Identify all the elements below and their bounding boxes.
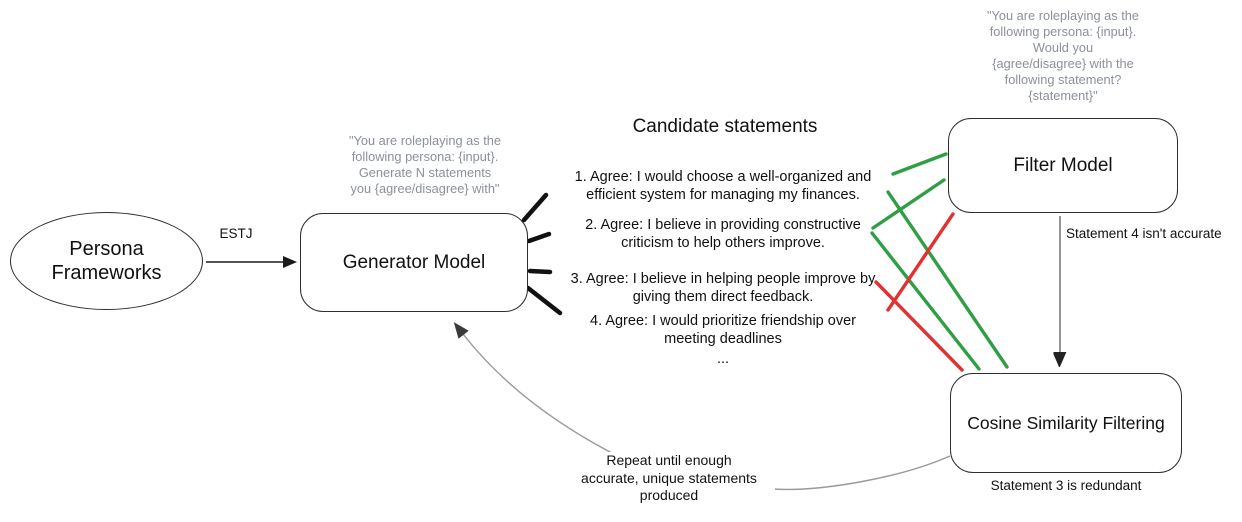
persona-frameworks-label: Persona Frameworks	[51, 237, 162, 284]
filter-prompt-line: {agree/disagree} with the	[992, 56, 1134, 71]
filter-prompt-line: "You are roleplaying as the	[986, 8, 1140, 23]
filter-prompt-line: Would you	[1032, 40, 1094, 55]
statement-item-1: 1. Agree: I would choose a well-organize…	[545, 168, 901, 204]
repeat-note-line: produced	[639, 487, 699, 503]
generator-fan-stroke-4	[525, 285, 563, 316]
filter-prompt-line: following persona: {input}.	[989, 24, 1137, 39]
accept-line-stmt2-filter	[871, 178, 946, 230]
filter-model-node: Filter Model	[948, 118, 1178, 213]
generator-model-node: Generator Model	[300, 213, 528, 312]
statement-item-3: 3. Agree: I believe in helping people im…	[545, 270, 901, 306]
repeat-note: Repeat until enough accurate, unique sta…	[563, 452, 775, 505]
cosine-similarity-label: Cosine Similarity Filtering	[967, 412, 1165, 433]
filter-reject-annotation: Statement 4 isn't accurate	[1066, 226, 1222, 241]
statement-line: criticism to help others improve.	[621, 235, 825, 251]
estj-edge-label: ESTJ	[219, 226, 253, 241]
filter-model-label: Filter Model	[1013, 154, 1113, 176]
generator-prompt-line: "You are roleplaying as the	[348, 133, 502, 148]
statement-line: meeting deadlines	[664, 331, 782, 347]
cosine-similarity-node: Cosine Similarity Filtering	[950, 373, 1182, 473]
cosine-reject-annotation: Statement 3 is redundant	[990, 478, 1142, 493]
generator-model-label: Generator Model	[342, 251, 486, 273]
statement-line: 3. Agree: I believe in helping people im…	[570, 271, 876, 287]
generator-prompt-line: following persona: {input}.	[351, 149, 499, 164]
statement-line: efficient system for managing my finance…	[586, 187, 860, 203]
generator-fan-stroke-2	[526, 231, 552, 244]
repeat-note-line: Repeat until enough	[606, 452, 732, 468]
reject-line-filter-stmt4	[886, 212, 955, 312]
repeat-note-line: accurate, unique statements	[581, 469, 757, 486]
generator-prompt-line: you {agree/disagree} with"	[350, 181, 500, 196]
reject-line-stmt3-cosine	[874, 280, 964, 372]
generator-prompt-text: "You are roleplaying as the following pe…	[325, 133, 525, 197]
persona-frameworks-node: Persona Frameworks	[10, 212, 203, 310]
generator-fan-stroke-3	[527, 268, 553, 275]
filter-prompt-text: "You are roleplaying as the following pe…	[953, 8, 1173, 104]
generator-prompt-line: Generate N statements	[358, 165, 492, 180]
filter-prompt-line: following statement?	[1004, 72, 1122, 87]
accept-line-stmt1-cosine	[886, 190, 1009, 369]
statement-line: 4. Agree: I would prioritize friendship …	[590, 313, 856, 329]
generator-fan-stroke-1	[521, 192, 549, 223]
statement-item-2: 2. Agree: I believe in providing constru…	[545, 216, 901, 252]
statements-ellipsis: ...	[716, 351, 730, 367]
filter-prompt-line: {statement}"	[1028, 88, 1098, 103]
statement-line: 1. Agree: I would choose a well-organize…	[574, 169, 872, 185]
statement-line: 2. Agree: I believe in providing constru…	[585, 217, 861, 233]
candidate-statements-title: Candidate statements	[632, 116, 818, 137]
statement-item-4: 4. Agree: I would prioritize friendship …	[545, 312, 901, 348]
statement-line: giving them direct feedback.	[632, 289, 814, 305]
accept-line-stmt1-filter	[891, 152, 948, 176]
accept-line-stmt2-cosine	[870, 231, 981, 371]
